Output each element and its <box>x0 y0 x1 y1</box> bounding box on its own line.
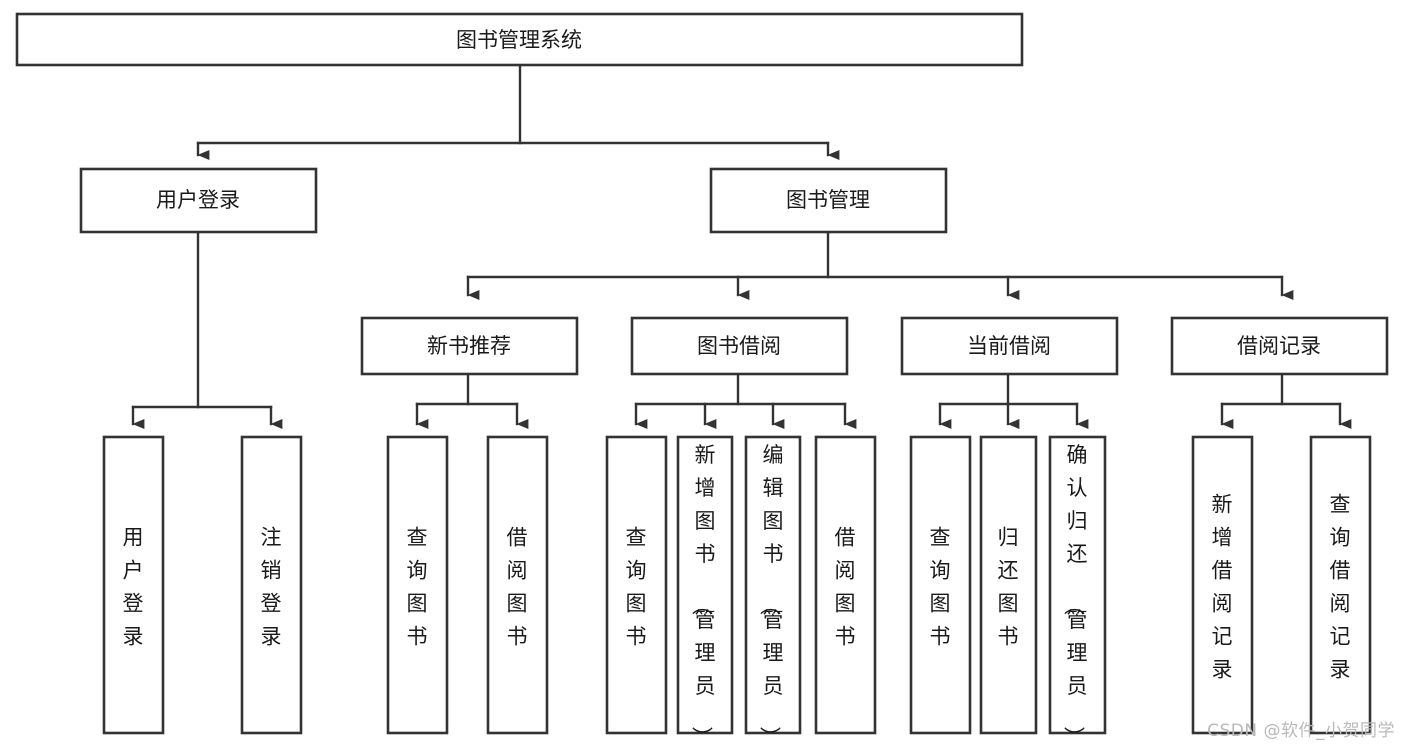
node-borrow-label: 图书借阅 <box>697 334 781 358</box>
node-leaf4-label: 借阅图书 <box>507 526 528 649</box>
node-newbook-label: 新书推荐 <box>427 334 511 358</box>
connector-layer <box>131 64 1352 429</box>
node-leaf10[interactable]: 归还图书 <box>979 435 1038 735</box>
node-current-box[interactable] <box>900 316 1119 376</box>
node-leaf7[interactable]: 编辑图书（管理员） <box>744 435 802 747</box>
node-leaf12-label: 新增借阅记录 <box>1212 493 1233 682</box>
node-leaf7-label: 编辑图书（管理员） <box>758 443 784 747</box>
node-records[interactable]: 借阅记录 <box>1170 316 1389 376</box>
node-records-label: 借阅记录 <box>1237 334 1321 358</box>
node-leaf10-label: 归还图书 <box>998 526 1019 649</box>
node-leaf9-label: 查询图书 <box>930 526 951 649</box>
node-leaf2-box[interactable] <box>240 435 303 735</box>
node-login[interactable]: 用户登录 <box>79 167 318 234</box>
node-leaf13-label: 查询借阅记录 <box>1330 493 1351 682</box>
node-leaf12[interactable]: 新增借阅记录 <box>1191 435 1254 735</box>
node-layer: 图书管理系统 用户登录 图书管理 新书推荐 图书借阅 当前 <box>15 12 1389 747</box>
node-current-label: 当前借阅 <box>967 334 1051 358</box>
node-leaf13-box[interactable] <box>1309 435 1372 735</box>
node-leaf1-box[interactable] <box>102 435 165 735</box>
node-leaf9[interactable]: 查询图书 <box>909 435 972 735</box>
node-leaf10-box[interactable] <box>979 435 1038 735</box>
node-leaf11[interactable]: 确认归还（管理员） <box>1048 435 1107 747</box>
node-leaf1[interactable]: 用户登录 <box>102 435 165 735</box>
node-leaf7-box[interactable] <box>744 435 802 735</box>
node-leaf3[interactable]: 查询图书 <box>386 435 449 735</box>
node-leaf2[interactable]: 注销登录 <box>240 435 303 735</box>
node-leaf1-label: 用户登录 <box>123 526 144 649</box>
node-leaf13[interactable]: 查询借阅记录 <box>1309 435 1372 735</box>
node-current[interactable]: 当前借阅 <box>900 316 1119 376</box>
node-records-box[interactable] <box>1170 316 1389 376</box>
node-leaf5-box[interactable] <box>605 435 668 735</box>
node-borrow[interactable]: 图书借阅 <box>630 316 849 376</box>
node-newbook-box[interactable] <box>360 316 579 376</box>
node-borrow-box[interactable] <box>630 316 849 376</box>
node-leaf8-label: 借阅图书 <box>835 526 856 649</box>
node-bookmgmt-box[interactable] <box>709 167 948 234</box>
node-leaf5-label: 查询图书 <box>626 526 647 649</box>
node-bookmgmt[interactable]: 图书管理 <box>709 167 948 234</box>
node-leaf4[interactable]: 借阅图书 <box>486 435 549 735</box>
node-root[interactable]: 图书管理系统 <box>15 12 1024 67</box>
node-leaf9-box[interactable] <box>909 435 972 735</box>
node-leaf3-label: 查询图书 <box>407 526 428 649</box>
node-leaf8[interactable]: 借阅图书 <box>814 435 877 735</box>
node-leaf2-label: 注销登录 <box>261 526 282 649</box>
node-leaf12-box[interactable] <box>1191 435 1254 735</box>
node-login-label: 用户登录 <box>156 188 240 212</box>
node-leaf3-box[interactable] <box>386 435 449 735</box>
node-leaf5[interactable]: 查询图书 <box>605 435 668 735</box>
node-leaf8-box[interactable] <box>814 435 877 735</box>
node-root-box[interactable] <box>15 12 1024 67</box>
node-newbook[interactable]: 新书推荐 <box>360 316 579 376</box>
node-leaf6[interactable]: 新增图书（管理员） <box>676 435 734 747</box>
node-leaf4-box[interactable] <box>486 435 549 735</box>
node-root-label: 图书管理系统 <box>456 28 582 52</box>
node-leaf11-box[interactable] <box>1048 435 1107 735</box>
node-login-box[interactable] <box>79 167 318 234</box>
node-leaf6-label: 新增图书（管理员） <box>690 443 716 747</box>
node-leaf6-box[interactable] <box>676 435 734 735</box>
node-leaf11-label: 确认归还（管理员） <box>1062 443 1088 747</box>
node-bookmgmt-label: 图书管理 <box>786 188 870 212</box>
